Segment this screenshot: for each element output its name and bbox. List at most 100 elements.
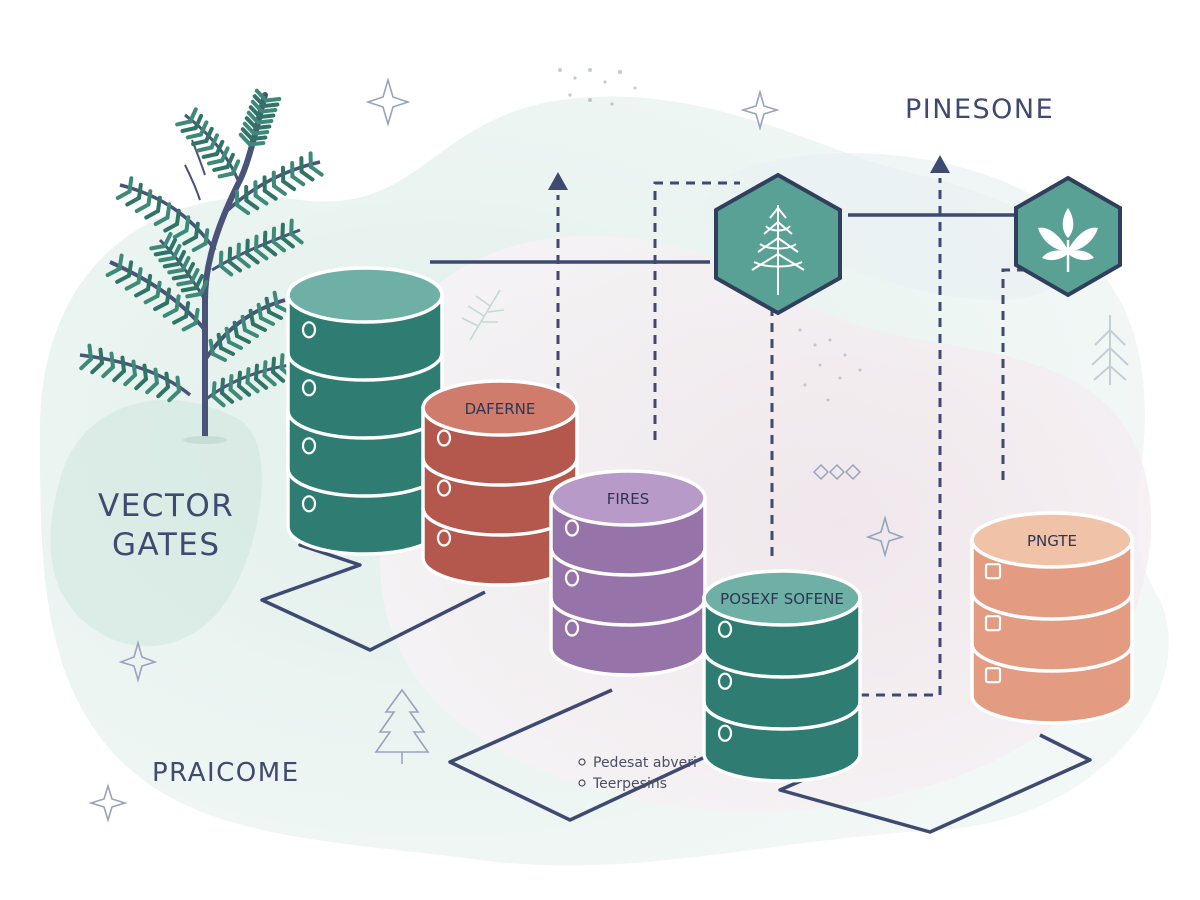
dashed-connectors: [556, 178, 1040, 697]
pine-needle: [193, 113, 204, 130]
pine-needle: [279, 353, 285, 371]
database-segment-line: [970, 591, 1134, 621]
diamond-decor: [812, 463, 862, 481]
pine-needle: [127, 260, 134, 278]
pine-needle: [79, 357, 93, 371]
pine-needle: [246, 110, 260, 125]
pine-needle: [162, 232, 173, 248]
database-body: [549, 496, 707, 677]
pine-needle: [227, 340, 243, 350]
pine-needle: [124, 280, 141, 291]
pine-needle: [191, 241, 208, 253]
status-ring-icon: [717, 672, 733, 690]
pine-needle: [172, 314, 188, 325]
pine-needle: [180, 126, 198, 133]
database-peach[interactable]: PNGTE: [970, 511, 1134, 725]
pine-needle: [244, 198, 260, 211]
brand-title: PINESONE: [905, 94, 1054, 125]
pine-needle: [158, 256, 176, 263]
pine-needle: [299, 169, 315, 182]
leaf-hex-node[interactable]: [1014, 175, 1122, 298]
dashed-line: [653, 181, 740, 440]
pine-needle: [112, 369, 126, 383]
pine-needle: [254, 88, 268, 103]
pine-needle: [105, 266, 122, 278]
pine-needle: [272, 290, 279, 308]
pine-needle: [248, 140, 266, 147]
pine-needle: [146, 273, 153, 292]
pine-needle: [198, 280, 209, 296]
sparkle-icons: [88, 77, 905, 823]
database-purple[interactable]: FIRES: [549, 469, 707, 677]
pine-needle: [230, 159, 241, 176]
pine-needle: [87, 343, 93, 361]
pine-needle: [219, 346, 235, 356]
pine-needle: [237, 384, 252, 397]
pine-needle: [142, 363, 148, 381]
pine-needle: [120, 355, 126, 373]
database-label: DAFERNE: [465, 400, 536, 418]
pine-needle: [189, 268, 200, 284]
database-lid: [702, 569, 862, 627]
database-segment-line: [549, 597, 707, 627]
database-teal-main[interactable]: [286, 266, 444, 556]
pine-needle: [153, 250, 171, 257]
tree-hex-node[interactable]: [714, 172, 842, 316]
pine-needle: [290, 174, 306, 187]
pine-needle: [227, 260, 243, 273]
pine-needle: [137, 182, 143, 200]
pine-needle: [252, 94, 266, 108]
status-ring-icon: [564, 619, 580, 637]
pine-needle: [245, 380, 260, 394]
pine-needle: [109, 351, 115, 369]
status-ring-icon: [301, 437, 317, 455]
legend: Pedesat abveri Teerpesins: [578, 755, 697, 792]
pine-needle: [262, 188, 278, 201]
pine-needle: [254, 363, 259, 381]
pine-needle: [167, 268, 185, 275]
pine-needle: [244, 116, 258, 130]
arrowhead-icon: [930, 155, 950, 173]
pine-needles: [79, 88, 324, 408]
pine-needle: [180, 256, 191, 272]
pine-needle: [136, 267, 143, 285]
pine-needle: [201, 152, 219, 159]
database-label: PNGTE: [1027, 532, 1077, 550]
pine-needle: [224, 326, 231, 344]
database-lid: [549, 469, 707, 527]
pine-needle: [214, 139, 225, 156]
pine-needle: [181, 321, 198, 332]
database-teal-front[interactable]: POSEXF SOFENE: [702, 569, 862, 783]
pine-needle: [153, 300, 169, 312]
pine-needle: [262, 244, 278, 257]
pine-needle: [194, 221, 200, 239]
pine-needle: [217, 171, 235, 179]
pine-needle: [167, 238, 177, 254]
pine-needle: [258, 113, 276, 119]
sparkle-icon: [88, 783, 128, 823]
pine-needle: [237, 370, 242, 388]
pine-needle: [271, 356, 276, 374]
pine-needle: [134, 377, 148, 391]
pine-needle: [240, 314, 247, 332]
database-segment-line: [702, 701, 862, 731]
pine-needle: [185, 262, 195, 278]
pine-needle: [267, 310, 283, 320]
pine-needle: [175, 375, 181, 393]
pine-needle: [262, 102, 280, 108]
status-ring-icon: [717, 620, 733, 638]
pine-needle: [164, 371, 170, 389]
pine-needle: [254, 248, 269, 261]
sparkle-icon: [740, 89, 780, 131]
pine-needle: [115, 273, 131, 284]
pine-needle: [146, 189, 153, 207]
status-square-icon: [984, 615, 1002, 632]
pine-needle: [245, 367, 251, 385]
pine-needle: [256, 118, 274, 125]
database-body: [702, 596, 862, 783]
pine-needle: [236, 256, 251, 269]
database-label: FIRES: [607, 490, 649, 508]
pine-needle: [125, 196, 141, 207]
connector-line: [448, 688, 721, 822]
